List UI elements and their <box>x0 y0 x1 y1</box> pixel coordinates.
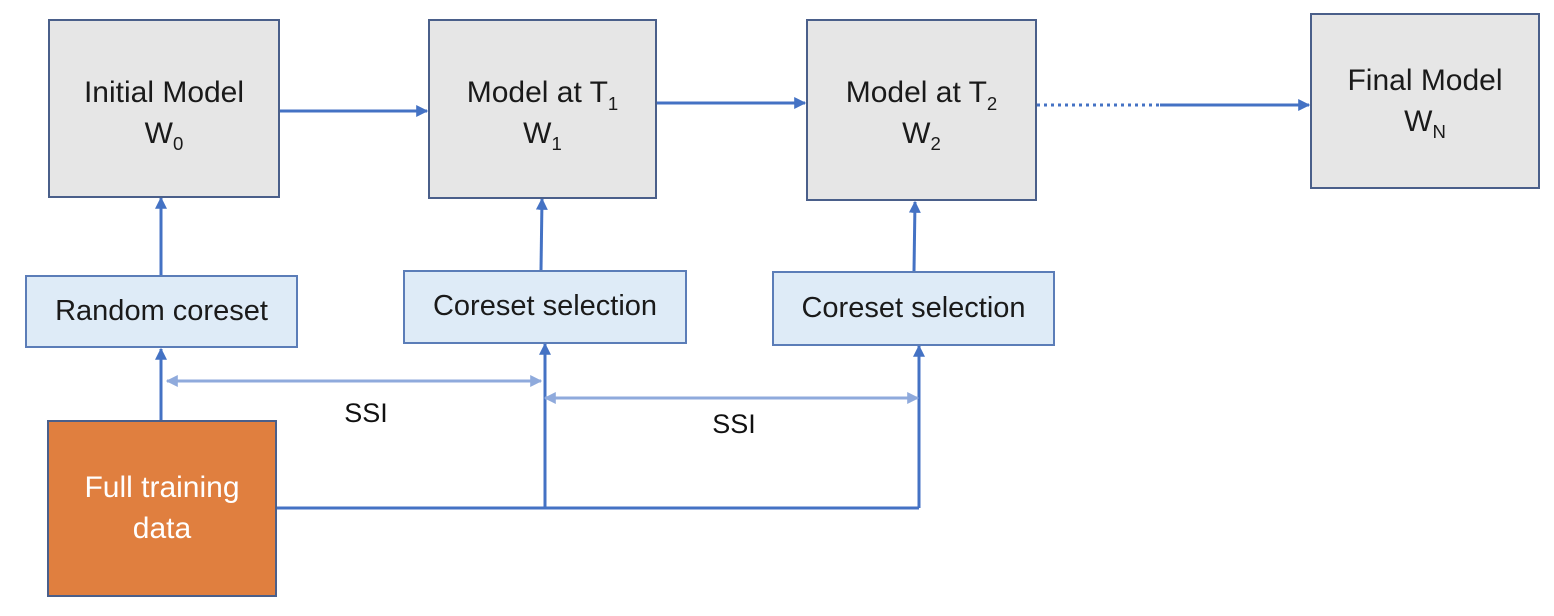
random-coreset-box: Random coreset <box>25 275 298 348</box>
initial-model-box: Initial Model W0 <box>48 19 280 198</box>
coreset-selection-label-1: Coreset selection <box>432 290 658 323</box>
coreset-selection-box-1: Coreset selection <box>403 270 687 344</box>
model-t2-box: Model at T2 W2 <box>806 19 1037 201</box>
coreset-selection-box-2: Coreset selection <box>772 271 1055 346</box>
initial-model-weight: W0 <box>144 116 184 155</box>
final-model-title: Final Model <box>1347 64 1503 97</box>
full-training-data-line2: data <box>132 511 192 545</box>
ssi-label-2: SSI <box>712 409 756 439</box>
arrow-sel2-to-t2 <box>908 200 921 272</box>
ssi-label-1: SSI <box>344 398 388 428</box>
random-coreset-label: Random coreset <box>55 294 268 327</box>
arrow-sel1-to-t1 <box>535 197 548 271</box>
model-t1-weight: W1 <box>523 116 562 155</box>
initial-model-title: Initial Model <box>83 76 245 109</box>
full-training-data-box: Full training data <box>47 420 277 597</box>
model-t2-weight: W2 <box>902 116 941 155</box>
coreset-selection-label-2: Coreset selection <box>801 291 1026 324</box>
full-training-data-line1: Full training <box>84 471 240 504</box>
model-t2-title: Model at T2 <box>845 76 998 114</box>
model-t1-box: Model at T1 W1 <box>428 19 657 199</box>
model-t1-title: Model at T1 <box>466 76 619 114</box>
final-model-box: Final Model WN <box>1310 13 1540 189</box>
final-model-weight: WN <box>1404 104 1446 143</box>
